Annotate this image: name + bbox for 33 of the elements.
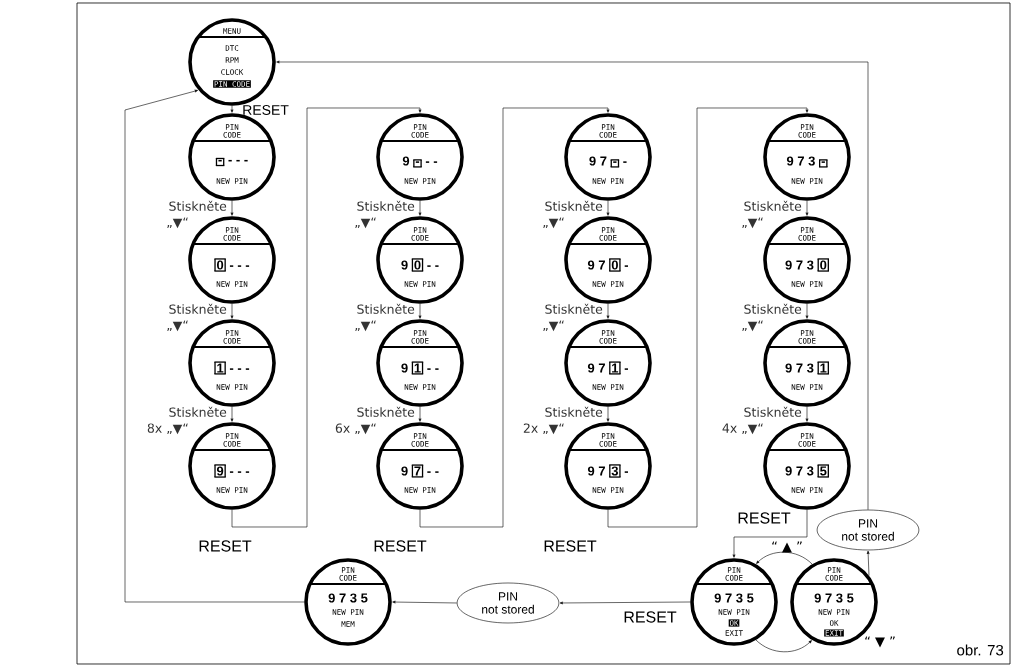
- arrow: [230, 303, 234, 319]
- arrow: [805, 303, 809, 319]
- edge-label: RESET: [374, 540, 427, 552]
- arrow: [606, 406, 610, 422]
- arrow: [230, 105, 234, 113]
- arrow: [756, 551, 813, 565]
- figure-number: obr. 73: [957, 644, 1004, 656]
- edge-label: RESET: [624, 611, 677, 623]
- arrow: [230, 406, 234, 422]
- arrow: [732, 509, 808, 558]
- arrow: [607, 107, 809, 528]
- arrow: [418, 200, 422, 216]
- arrow: [392, 600, 458, 604]
- edge-label: RESET: [544, 540, 597, 552]
- edge-label: RESET: [199, 540, 252, 552]
- arrow: [230, 200, 234, 216]
- arrow: [231, 107, 422, 528]
- arrow: [418, 303, 422, 319]
- arrow: [805, 406, 809, 422]
- arrow: [866, 550, 870, 576]
- edge-label: “ ▲ ”: [772, 541, 802, 553]
- arrow: [418, 406, 422, 422]
- arrow: [419, 107, 610, 528]
- arrow: [124, 89, 305, 603]
- arrow: [276, 60, 869, 510]
- arrow: [755, 639, 812, 653]
- arrow: [559, 601, 691, 605]
- edge-label: “ ▼ ”: [865, 636, 895, 648]
- arrow: [805, 200, 809, 216]
- edge-label: RESET: [738, 512, 791, 524]
- edge-label: RESET: [243, 105, 289, 115]
- arrow: [606, 303, 610, 319]
- arrow: [606, 200, 610, 216]
